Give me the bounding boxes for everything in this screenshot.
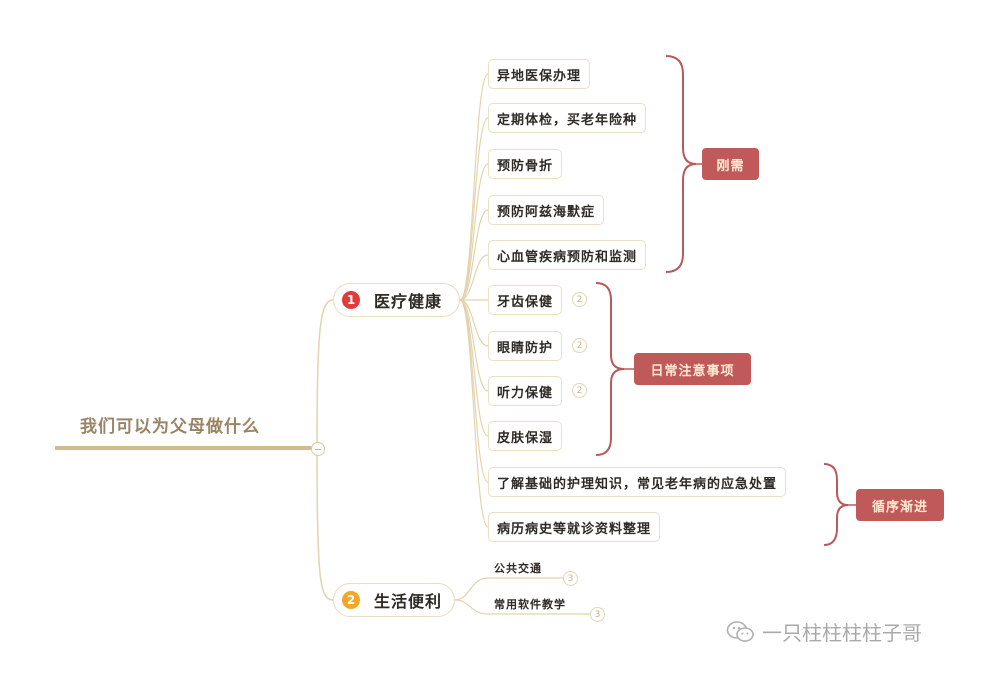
- bracket-essential: [665, 55, 697, 273]
- topic-node[interactable]: 异地医保办理: [488, 59, 591, 89]
- topic-node[interactable]: 心血管疾病预防和监测: [488, 240, 647, 270]
- summary-tag-gradual[interactable]: 循序渐进: [856, 489, 944, 521]
- topic-node[interactable]: 定期体检，买老年险种: [488, 103, 647, 133]
- bracket-gradual: [823, 463, 849, 546]
- life-connectors: [454, 577, 590, 615]
- collapse-toggle[interactable]: [311, 442, 325, 456]
- medical-connectors: [459, 73, 489, 528]
- collapsed-count-badge[interactable]: 3: [563, 571, 578, 586]
- wechat-icon: [726, 620, 754, 642]
- branch-label: 生活便利: [374, 592, 443, 611]
- branch-medical[interactable]: 1 医疗健康: [333, 283, 460, 317]
- topic-node[interactable]: 眼睛防护: [488, 331, 563, 361]
- watermark: 一只柱柱柱柱子哥: [726, 617, 922, 646]
- topic-node[interactable]: 皮肤保湿: [488, 421, 563, 451]
- collapsed-count-badge[interactable]: 3: [590, 607, 605, 622]
- topic-node[interactable]: 了解基础的护理知识，常见老年病的应急处置: [488, 467, 787, 497]
- root-to-life-connector: [316, 453, 334, 601]
- topic-node[interactable]: 预防骨折: [488, 149, 563, 179]
- topic-text[interactable]: 公共交通: [494, 562, 542, 575]
- root-topic[interactable]: 我们可以为父母做什么: [80, 417, 260, 437]
- branch-life[interactable]: 2 生活便利: [333, 583, 455, 617]
- topic-node[interactable]: 预防阿兹海默症: [488, 195, 605, 225]
- root-to-medical-connector: [316, 299, 334, 443]
- bracket-daily: [595, 282, 625, 456]
- collapsed-count-badge[interactable]: 2: [572, 338, 587, 353]
- summary-tag-daily[interactable]: 日常注意事项: [634, 353, 751, 385]
- branch-number-badge: 1: [342, 291, 360, 309]
- collapsed-count-badge[interactable]: 2: [572, 383, 587, 398]
- topic-node[interactable]: 牙齿保健: [488, 285, 563, 315]
- branch-number-badge: 2: [342, 591, 360, 609]
- topic-node[interactable]: 听力保健: [488, 376, 563, 406]
- collapsed-count-badge[interactable]: 2: [572, 292, 587, 307]
- topic-text[interactable]: 常用软件教学: [494, 598, 566, 611]
- topic-node[interactable]: 病历病史等就诊资料整理: [488, 512, 661, 542]
- watermark-text: 一只柱柱柱柱子哥: [762, 621, 922, 645]
- branch-label: 医疗健康: [374, 292, 443, 311]
- summary-tag-essential[interactable]: 刚需: [702, 148, 759, 180]
